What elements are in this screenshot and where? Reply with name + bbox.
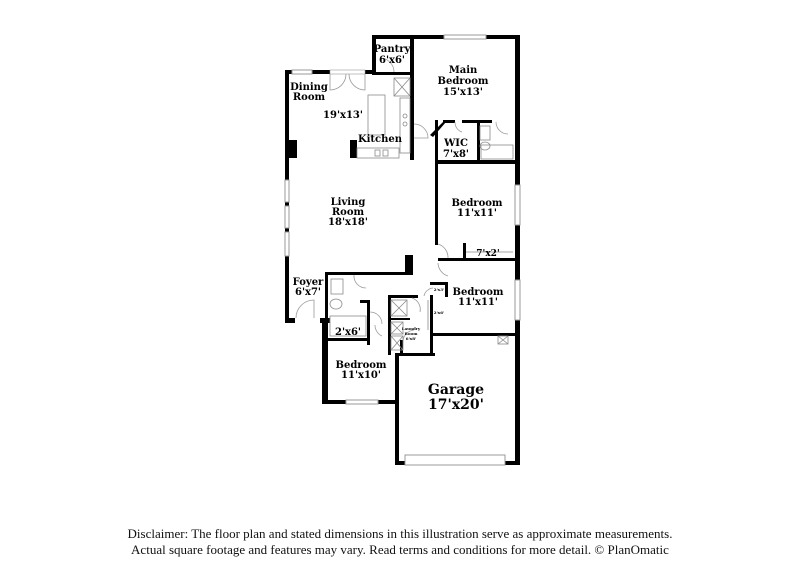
disclaimer-line-1: Disclaimer: The floor plan and stated di… [127, 526, 673, 541]
room-dims: 11'x11' [458, 297, 498, 308]
room-name: Pantry [374, 44, 412, 55]
room-name: Bedroom [452, 198, 503, 209]
room-closet-2x6-hall: 2'x6' [434, 310, 444, 315]
room-dims: 7'x8' [443, 149, 469, 160]
room-bedroom-1: Bedroom 11'x11' [452, 198, 503, 219]
room-name-line1: Laundry [402, 326, 421, 331]
room-dims: 6'x6' [379, 55, 405, 66]
room-dining: Dining Room [290, 82, 328, 103]
room-dims: 7'x2' [476, 249, 499, 259]
room-labels: Pantry 6'x6' Main Bedroom 15'x13' Dining… [290, 44, 504, 413]
room-dims: 6'x7' [295, 287, 321, 298]
room-name-line2: Room [405, 331, 419, 336]
room-name-line1: Living [331, 197, 366, 208]
room-wic: WIC 7'x8' [443, 138, 469, 160]
room-name-line2: Room [293, 92, 326, 103]
room-dims: 2'x3' [434, 287, 444, 292]
room-dims: 18'x18' [328, 217, 368, 228]
room-name-line2: Room [332, 207, 365, 218]
room-name: Bedroom [453, 287, 504, 298]
room-name: WIC [443, 138, 468, 149]
room-dims: 2'x6' [434, 310, 444, 315]
room-bedroom-3: Bedroom 11'x10' [336, 360, 387, 381]
room-name-line1: Dining [290, 82, 328, 93]
room-bedroom-2: Bedroom 11'x11' [453, 287, 504, 308]
room-main-bedroom: Main Bedroom 15'x13' [438, 65, 489, 98]
room-dims: 17'x20' [428, 397, 484, 413]
room-foyer: Foyer 6'x7' [293, 277, 324, 298]
room-kitchen: 19'x13' Kitchen [323, 110, 403, 145]
room-closet-7x2: 7'x2' [476, 249, 499, 259]
room-name: Kitchen [358, 134, 403, 145]
room-name: Garage [428, 382, 484, 398]
room-name: Bedroom [336, 360, 387, 371]
room-closet-2x6: 2'x6' [335, 327, 361, 338]
room-dims: 2'x6' [335, 327, 361, 338]
windows [284, 34, 521, 466]
room-pantry: Pantry 6'x6' [374, 44, 412, 66]
room-dims: 11'x11' [457, 208, 497, 219]
room-dims: 15'x13' [443, 87, 483, 98]
room-dims: 11'x10' [341, 370, 381, 381]
room-name-line2: Bedroom [438, 76, 489, 87]
doors [295, 57, 509, 343]
room-dims: 19'x13' [323, 110, 363, 121]
room-garage: Garage 17'x20' [428, 382, 484, 413]
room-name: Foyer [293, 277, 324, 288]
room-dims: 6'x8' [406, 336, 416, 341]
room-laundry: Laundry Room 6'x8' [402, 326, 421, 341]
disclaimer-line-2: Actual square footage and features may v… [131, 542, 669, 557]
room-living: Living Room 18'x18' [328, 197, 368, 228]
room-name-line1: Main [449, 65, 478, 76]
fixtures [329, 77, 514, 351]
room-closet-2x3: 2'x3' [434, 287, 444, 292]
